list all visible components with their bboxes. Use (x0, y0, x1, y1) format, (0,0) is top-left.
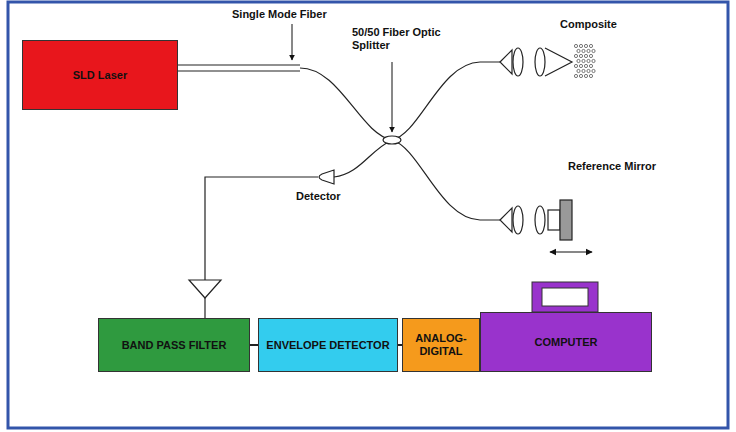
part-label: Composite (560, 18, 650, 31)
computer-monitor (532, 282, 598, 312)
box-label: ENVELOPE DETECTOR (262, 337, 393, 354)
mirror-travel-arrow (550, 251, 592, 252)
leader-line (392, 62, 393, 132)
frame (8, 2, 728, 428)
sample-optics (500, 48, 572, 76)
detector-symbol (319, 170, 334, 184)
box-label: COMPUTER (531, 334, 602, 351)
signal-connector (250, 344, 258, 346)
process-box: COMPUTER (480, 312, 652, 372)
process-box: SLD Laser (22, 40, 178, 110)
box-label: ANALOG-DIGITAL (403, 330, 479, 359)
detector-wire (204, 298, 205, 318)
composite-sample (574, 44, 595, 77)
process-box: ENVELOPE DETECTOR (258, 318, 398, 372)
part-label: Detector (296, 190, 376, 203)
single-mode-fiber (178, 62, 500, 220)
box-label: SLD Laser (69, 67, 131, 84)
part-label: Reference Mirror (568, 160, 658, 173)
reference-optics (500, 200, 572, 240)
leader-line (292, 24, 293, 60)
signal-symbol (189, 280, 221, 298)
box-label: BAND PASS FILTER (118, 337, 231, 354)
process-box: ANALOG-DIGITAL (402, 318, 480, 372)
part-label: Single Mode Fiber (232, 8, 362, 21)
fiber-splitter (383, 136, 401, 144)
process-box: BAND PASS FILTER (98, 318, 250, 372)
part-label: 50/50 Fiber Optic Splitter (352, 26, 442, 52)
